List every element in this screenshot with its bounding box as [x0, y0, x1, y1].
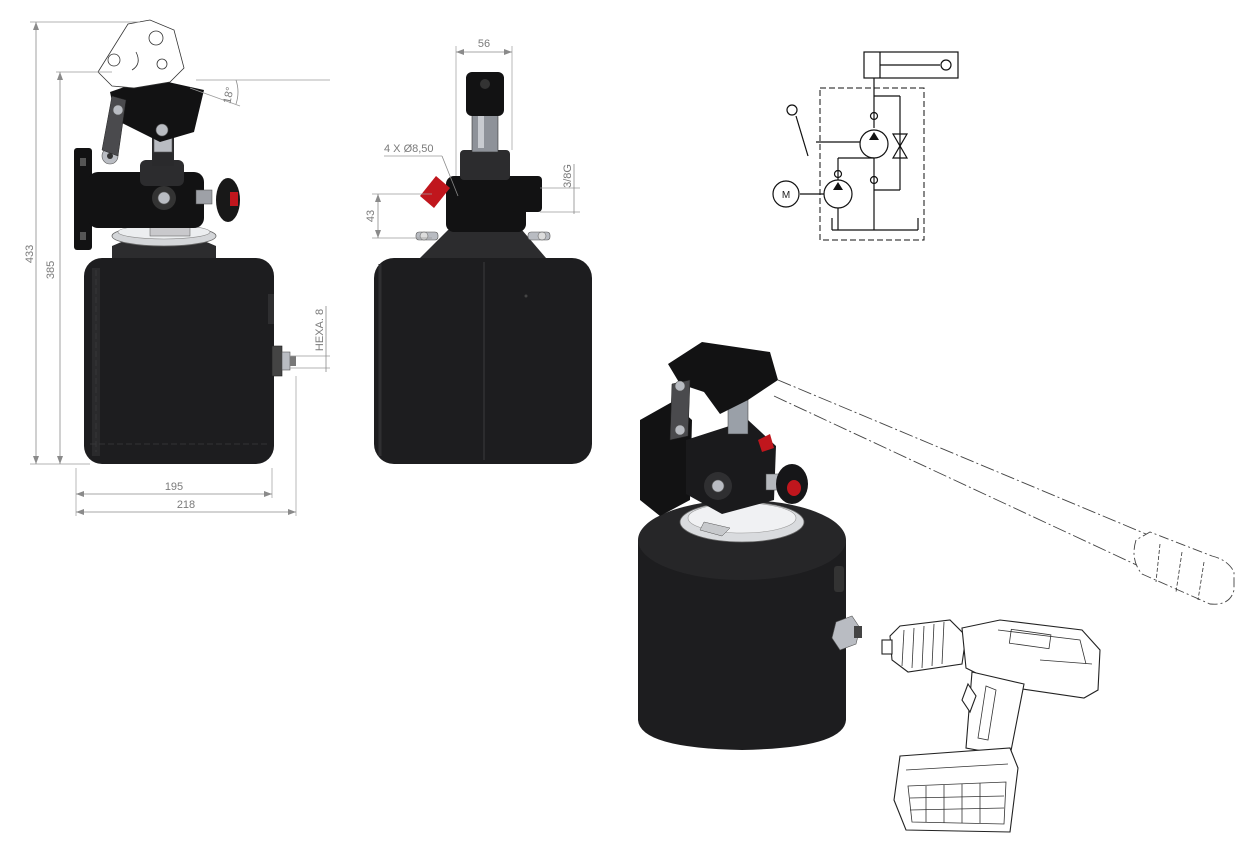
drill-chuck	[881, 619, 967, 673]
side-view-release-knob	[195, 178, 240, 222]
side-view-lever-assembly	[97, 19, 204, 166]
hydraulic-schematic: M	[772, 51, 959, 241]
drill-handle	[961, 671, 1025, 757]
side-view: 433 385 18° HEXA. 8 195	[24, 19, 330, 516]
drill-battery	[893, 747, 1019, 833]
front-view-tank	[374, 258, 592, 464]
schematic-boundary	[819, 87, 925, 241]
check-valve-lower	[869, 175, 879, 185]
motor-label: M	[782, 190, 790, 201]
schematic-motor-pump: M	[772, 179, 853, 209]
side-view-pump-body	[88, 147, 204, 228]
side-view-mounting-bracket	[74, 148, 92, 250]
dim-overall-width: 218	[177, 499, 195, 511]
front-view-pump-block	[420, 150, 542, 232]
check-valve-motor	[833, 169, 843, 179]
dim-angle: 18°	[221, 86, 236, 105]
front-view-dimensions: 56 4 X Ø8,50 43 3/8G	[365, 38, 580, 239]
isometric-view	[638, 342, 1235, 750]
cordless-drill-illustration	[881, 619, 1101, 833]
dim-tank-width: 195	[165, 481, 183, 493]
isometric-release-knob	[765, 464, 808, 504]
side-view-dimensions: 433 385 18° HEXA. 8 195	[24, 21, 330, 516]
dim-mount-holes: 4 X Ø8,50	[384, 143, 434, 155]
dim-mount-height: 43	[365, 210, 377, 222]
dim-drain-plug: HEXA. 8	[314, 309, 326, 351]
dim-tank-height: 385	[45, 261, 57, 279]
side-view-drain-plug	[271, 345, 296, 377]
dim-total-height: 433	[24, 245, 36, 263]
schematic-lines	[831, 88, 919, 231]
isometric-lever	[668, 342, 778, 441]
isometric-drain-plug	[831, 615, 862, 651]
side-view-tank-collar	[111, 224, 217, 258]
front-view-mount-plate	[415, 230, 551, 258]
dim-top-width: 56	[478, 38, 490, 50]
front-view-piston	[466, 72, 504, 153]
isometric-tank	[638, 500, 846, 750]
dim-port-size: 3/8G	[562, 164, 574, 188]
side-view-tank	[84, 258, 274, 464]
schematic-hand-pump	[786, 104, 889, 159]
schematic-release-valve	[891, 133, 909, 159]
schematic-motor	[772, 180, 800, 208]
phantom-handle	[773, 379, 1235, 605]
front-view: 56 4 X Ø8,50 43 3/8G	[365, 38, 592, 464]
isometric-pump-head	[640, 399, 776, 516]
schematic-cylinder	[863, 51, 959, 88]
check-valve-upper	[869, 111, 879, 121]
